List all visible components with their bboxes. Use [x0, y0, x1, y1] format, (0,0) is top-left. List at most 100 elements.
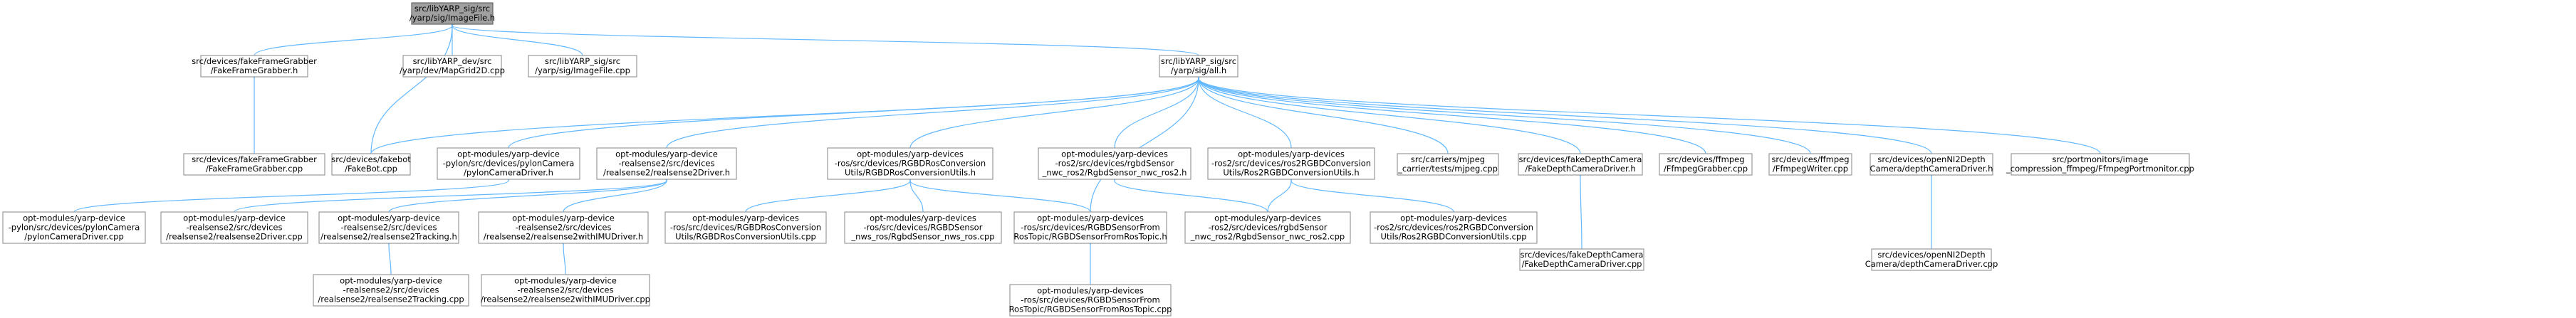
node-box — [596, 147, 737, 180]
node-box — [827, 147, 994, 180]
node-label-line: opt-modules/yarp-device — [512, 213, 615, 223]
file-node[interactable]: src/libYARP_dev/src/yarp/dev/MapGrid2D.c… — [400, 55, 505, 78]
edge-n21-includes-n8 — [563, 174, 670, 213]
edge-n30-includes-n21 — [560, 238, 567, 275]
node-label-line: _nws_ros/RgbdSensor_nws_ros.cpp — [850, 232, 994, 242]
edge-n12-includes-n4 — [1195, 72, 1449, 154]
file-node[interactable]: src/devices/fakeFrameGrabber/FakeFrameGr… — [183, 153, 325, 176]
file-node[interactable]: opt-modules/yarp-device-realsense2/src/d… — [160, 211, 308, 244]
edge-n3-includes-n0 — [449, 19, 583, 56]
node-label-line: /realsense2/realsense2Tracking.h — [320, 232, 457, 242]
node-label-line: /realsense2/realsense2Driver.cpp — [166, 232, 303, 242]
node-label-line: Utils/RGBDRosConversionUtils.h — [845, 168, 976, 178]
file-node[interactable]: src/devices/fakeDepthCamera/FakeDepthCam… — [1518, 153, 1643, 176]
node-box — [1768, 153, 1852, 176]
file-node[interactable]: opt-modules/yarp-devices-ros2/src/device… — [1038, 147, 1191, 180]
node-label-line: /FakeFrameGrabber.h — [211, 65, 298, 75]
node-label-line: /yarp/sig/ImageFile.h — [410, 13, 495, 23]
node-label-line: RosTopic/RGBDSensorFromRosTopic.cpp — [1009, 304, 1172, 314]
node-box — [1370, 211, 1538, 244]
node-label-line: src/libYARP_sig/src — [414, 4, 490, 14]
node-label-line: -ros/src/devices/RGBDSensorFrom — [1021, 295, 1159, 305]
edge-n24-includes-n9 — [907, 174, 1091, 213]
node-label-line: /yarp/sig/all.h — [1171, 65, 1226, 75]
file-node[interactable]: src/devices/ffmpeg/FfmpegWriter.cpp — [1768, 153, 1852, 176]
edge-n27-includes-n13 — [1577, 170, 1584, 250]
node-label-line: src/libYARP_sig/src — [1161, 56, 1236, 66]
node-label-line: opt-modules/yarp-device — [514, 276, 617, 286]
node-box — [1009, 284, 1172, 317]
node-box — [402, 55, 502, 78]
node-label-line: /FfmpegGrabber.cpp — [1664, 164, 1748, 174]
node-box — [313, 274, 469, 307]
node-label-line: /yarp/dev/MapGrid2D.cpp — [400, 65, 505, 75]
file-node[interactable]: opt-modules/yarp-devices-ros/src/devices… — [1009, 284, 1172, 317]
file-node[interactable]: src/devices/fakeDepthCamera/FakeDepthCam… — [1519, 248, 1644, 271]
node-label-line: Utils/RGBDRosConversionUtils.cpp — [675, 232, 816, 242]
node-label-line: -pylon/src/devices/pylonCamera — [443, 159, 575, 169]
file-node[interactable]: opt-modules/yarp-device-realsense2/src/d… — [596, 147, 737, 180]
node-label-line: -ros2/src/devices/rgbdSensor — [1209, 223, 1328, 233]
node-box — [1871, 248, 1992, 271]
edge-n22-includes-n9 — [745, 174, 914, 213]
file-node[interactable]: opt-modules/yarp-devices-ros/src/devices… — [827, 147, 994, 180]
file-node[interactable]: opt-modules/yarp-devices-ros2/src/device… — [1184, 211, 1351, 244]
file-node[interactable]: opt-modules/yarp-device-pylon/src/device… — [2, 211, 146, 244]
node-label-line: /FakeBot.cpp — [345, 164, 397, 174]
node-box — [2, 211, 146, 244]
node-box — [478, 211, 649, 244]
node-box — [1659, 153, 1753, 176]
edge-n14-includes-n4 — [1195, 72, 1706, 154]
file-node[interactable]: opt-modules/yarp-device-realsense2/src/d… — [478, 211, 649, 244]
node-label-line: Utils/Ros2RGBDConversionUtils.cpp — [1380, 232, 1526, 242]
edge-n18-includes-n7 — [73, 174, 513, 213]
node-label-line: src/carriers/mjpeg — [1411, 154, 1485, 164]
file-node[interactable]: opt-modules/yarp-devices-ros2/src/device… — [1207, 147, 1375, 180]
edge-n7-includes-n4 — [508, 72, 1202, 149]
file-node[interactable]: src/carriers/mjpeg_carrier/tests/mjpeg.c… — [1397, 153, 1499, 176]
node-label-line: src/devices/fakeDepthCamera — [1519, 154, 1642, 164]
node-label-line: opt-modules/yarp-devices — [692, 213, 799, 223]
file-node[interactable]: opt-modules/yarp-device-realsense2/src/d… — [318, 211, 459, 244]
node-label-line: -realsense2/src/devices — [518, 285, 614, 295]
file-node[interactable]: opt-modules/yarp-devices-ros/src/devices… — [1013, 211, 1167, 244]
node-label-line: -ros/src/devices/RGBDRosConversion — [835, 159, 986, 169]
file-node[interactable]: opt-modules/yarp-device-realsense2/src/d… — [481, 274, 650, 307]
node-label-line: -pylon/src/devices/pylonCamera — [9, 223, 140, 233]
edge-n4-includes-n0 — [448, 19, 1199, 56]
node-label-line: opt-modules/yarp-devices — [1037, 213, 1144, 223]
file-node[interactable]: src/devices/fakeFrameGrabber/FakeFrameGr… — [192, 55, 317, 78]
node-label-line: /FakeDepthCameraDriver.h — [1525, 164, 1635, 174]
file-node[interactable]: src/devices/fakebot/FakeBot.cpp — [331, 153, 411, 176]
edge-n29-includes-n20 — [385, 238, 392, 275]
node-box — [160, 211, 308, 244]
file-node[interactable]: src/libYARP_sig/src/yarp/sig/ImageFile.c… — [528, 55, 637, 78]
node-box — [664, 211, 827, 244]
node-label-line: opt-modules/yarp-devices — [1400, 213, 1507, 223]
edge-n15-includes-n4 — [1195, 72, 1811, 154]
node-label-line: src/devices/fakeFrameGrabber — [192, 154, 317, 164]
node-label-line: src/devices/ffmpeg — [1667, 154, 1744, 164]
node-label-line: -ros2/src/devices/ros2RGBDConversion — [1374, 223, 1533, 233]
node-label-line: /realsense2/realsense2Tracking.cpp — [318, 295, 464, 304]
node-label-line: _nwc_ros2/RgbdSensor_nwc_ros2.h — [1042, 168, 1187, 178]
file-node[interactable]: opt-modules/yarp-device-pylon/src/device… — [437, 147, 580, 180]
node-label-line: -realsense2/src/devices — [343, 285, 439, 295]
node-label-line: opt-modules/yarp-device — [338, 213, 440, 223]
node-label-line: /FfmpegWriter.cpp — [1773, 164, 1848, 174]
node-label-line: _compression_ffmpeg/FfmpegPortmonitor.cp… — [2006, 164, 2194, 174]
node-label-line: -ros/src/devices/RGBDSensorFrom — [1021, 223, 1159, 233]
node-label-line: src/devices/fakeDepthCamera — [1521, 250, 1644, 260]
file-node[interactable]: opt-modules/yarp-device-realsense2/src/d… — [313, 274, 469, 307]
node-box — [1870, 153, 1993, 176]
file-node[interactable]: src/portmonitors/image_compression_ffmpe… — [2006, 153, 2194, 176]
file-node[interactable]: opt-modules/yarp-devices-ros2/src/device… — [1370, 211, 1538, 244]
file-node[interactable]: src/devices/openNI2DepthCamera/depthCame… — [1865, 248, 1998, 271]
file-node[interactable]: opt-modules/yarp-devices-ros/src/devices… — [664, 211, 827, 244]
node-box — [481, 274, 650, 307]
file-node[interactable]: src/libYARP_sig/src/yarp/sig/all.h — [1159, 55, 1239, 78]
file-node[interactable]: src/devices/ffmpeg/FfmpegGrabber.cpp — [1659, 153, 1753, 176]
node-box — [1038, 147, 1191, 180]
file-node[interactable]: src/devices/openNI2DepthCamera/depthCame… — [1870, 153, 1993, 176]
file-node[interactable]: opt-modules/yarp-devices-ros/src/devices… — [844, 211, 1002, 244]
